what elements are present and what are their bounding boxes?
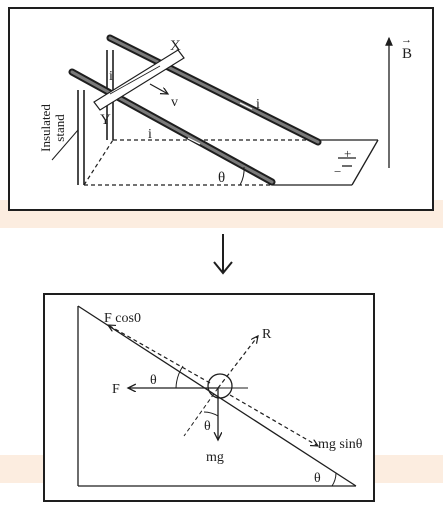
angle-arc-weight: [203, 411, 219, 417]
bottom-frame: [43, 293, 375, 502]
current-label-rod: i: [109, 69, 113, 84]
weight-component-label: mg sinθ: [318, 437, 363, 452]
stand-label-line2: stand: [52, 114, 67, 142]
rails: [68, 34, 322, 186]
normal-arrow: [217, 336, 258, 389]
circuit-wire: [272, 139, 379, 186]
angle-arc-incline: [331, 472, 337, 487]
rod-label-x: X: [170, 38, 181, 54]
battery-plus: +: [344, 146, 351, 161]
field-label: B: [402, 46, 412, 62]
angle-label-force: θ: [150, 373, 157, 388]
stand-pointer: [51, 129, 79, 161]
stand-label-group: Insulated stand: [38, 104, 67, 152]
flow-down-arrow: [213, 234, 233, 275]
rail-current-marks: [187, 102, 253, 145]
force-label: F: [112, 382, 120, 397]
weight-label: mg: [206, 450, 224, 465]
mg-sin-arrow: [229, 394, 318, 446]
stand-label-line1: Insulated: [38, 104, 53, 152]
current-label-rail: i: [256, 97, 260, 112]
sliding-rod: [93, 49, 185, 111]
battery-minus: −: [334, 164, 341, 179]
angle-arc-force: [175, 365, 184, 389]
rod-hatch: [109, 65, 161, 95]
f-cos-arrow: [108, 325, 211, 384]
battery: [338, 157, 356, 167]
normal-label: R: [262, 327, 272, 342]
field-vector-mark: →: [401, 34, 412, 46]
incline: [77, 305, 357, 487]
rod-cross-section: [207, 373, 233, 399]
incline-angle-arc: [239, 166, 245, 186]
f-cos-label: F cos0: [104, 311, 141, 326]
top-figure: + − v X Y i i i θ Insulated: [8, 7, 434, 211]
dashed-base: [83, 139, 320, 186]
rod-label-y: Y: [100, 112, 111, 128]
current-label-base: i: [148, 127, 152, 142]
bottom-figure: F cos0 R F θ θ mg mg sinθ θ: [43, 293, 375, 502]
incline-angle-label: θ: [218, 170, 225, 186]
velocity-label: v: [171, 95, 178, 110]
angle-label-incline: θ: [314, 471, 321, 486]
velocity-arrow: [149, 83, 168, 94]
top-frame: [8, 7, 434, 211]
angle-label-weight: θ: [204, 419, 211, 434]
